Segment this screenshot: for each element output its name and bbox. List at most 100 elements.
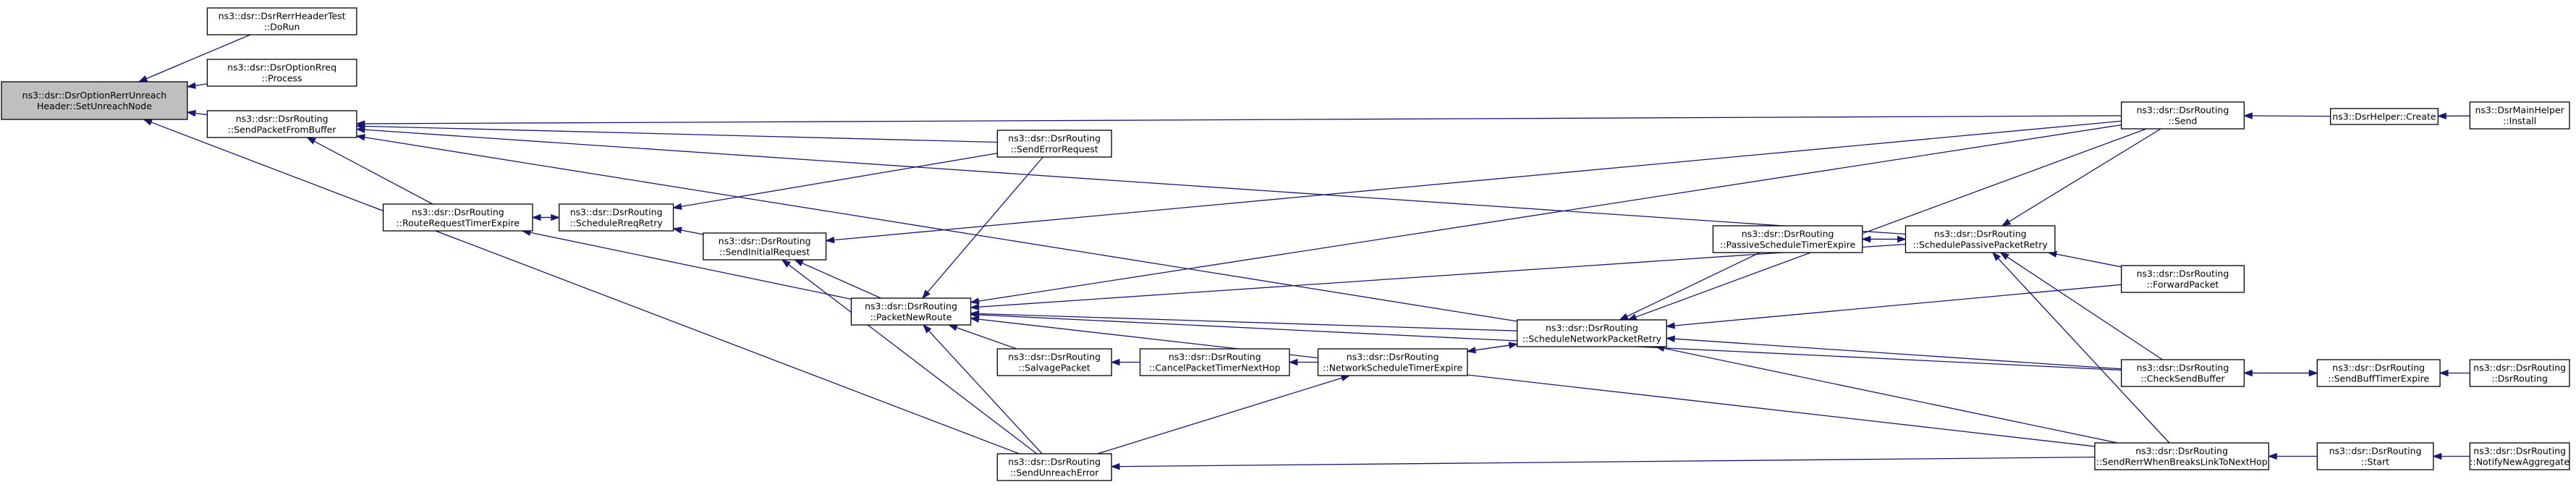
- arrowhead: [1508, 342, 1519, 349]
- node-sendBuffTimerExpire[interactable]: ns3::dsr::DsrRouting::SendBuffTimerExpir…: [2316, 359, 2441, 387]
- node-label: ns3::dsr::DsrRouting: [1742, 229, 1834, 240]
- arrowhead: [551, 213, 561, 221]
- node-label: ns3::dsr::DsrOptionRreq: [227, 62, 336, 73]
- node-schedulePassivePacketRetry[interactable]: ns3::dsr::DsrRouting::SchedulePassivePac…: [1905, 225, 2056, 253]
- node-label: ns3::dsr::DsrRouting: [865, 301, 957, 312]
- arrowhead: [970, 316, 980, 323]
- node-label: ::SendPacketFromBuffer: [228, 124, 337, 135]
- node-box: [206, 110, 357, 138]
- edge-line: [928, 330, 1043, 454]
- node-box: [1, 81, 188, 120]
- node-sendPacketFromBuffer[interactable]: ns3::dsr::DsrRouting::SendPacketFromBuff…: [206, 110, 357, 138]
- edge-line: [927, 156, 1043, 293]
- edge-forwardPacket-to-scheduleNetworkPacketRetry: [1665, 284, 2122, 329]
- node-scheduleNetworkPacketRetry[interactable]: ns3::dsr::DsrRouting::ScheduleNetworkPac…: [1517, 319, 1667, 347]
- node-label: ns3::dsr::DsrRouting: [1008, 457, 1101, 468]
- arrowhead: [948, 324, 958, 331]
- node-label: ns3::dsr::DsrRouting: [2135, 446, 2228, 457]
- edge-line: [1997, 258, 2170, 444]
- node-sendInitialRequest[interactable]: ns3::dsr::DsrRouting::SendInitialRequest: [703, 232, 827, 261]
- node-box: [2121, 265, 2245, 293]
- arrowhead: [923, 323, 932, 334]
- edge-line: [530, 232, 852, 300]
- node-label: ns3::dsr::DsrRouting: [1008, 133, 1101, 144]
- node-networkScheduleTimerExpire[interactable]: ns3::dsr::DsrRouting::NetworkScheduleTim…: [1317, 348, 1468, 376]
- edge-send-to-schedulePassivePacketRetry: [2001, 128, 2161, 227]
- node-sendErrorRequest[interactable]: ns3::dsr::DsrRouting::SendErrorRequest: [996, 130, 1112, 158]
- node-label: ns3::dsr::DsrRouting: [1008, 352, 1101, 363]
- node-send[interactable]: ns3::dsr::DsrRouting::Send: [2121, 101, 2245, 130]
- edge-line: [834, 120, 2122, 241]
- node-label: ::CheckSendBuffer: [2140, 373, 2225, 384]
- node-label: ns3::dsr::DsrRouting: [2137, 105, 2229, 116]
- node-label: ::DoRun: [264, 22, 300, 33]
- edge-rreqProcess-to-setUnreach: [186, 82, 208, 89]
- edge-line: [364, 137, 1517, 322]
- node-label: ::SendErrorRequest: [1011, 144, 1098, 155]
- node-checkSendBuffer[interactable]: ns3::dsr::DsrRouting::CheckSendBuffer: [2121, 359, 2245, 387]
- edge-line: [364, 115, 2122, 124]
- edge-routeRequestTimerExpire-to-scheduleRreqRetry: [533, 213, 561, 221]
- edge-sendRerrWhenBreaksLinkToNextHop-to-sendUnreachError: [1110, 457, 2095, 470]
- node-box: [1317, 348, 1468, 376]
- arrowhead: [1110, 462, 1120, 470]
- edge-line: [956, 327, 1017, 350]
- node-label: ::RouteRequestTimerExpire: [397, 218, 520, 229]
- arrowhead: [1991, 251, 2001, 261]
- arrowhead: [355, 134, 365, 141]
- node-sendRerrWhenBreaksLinkToNextHop[interactable]: ns3::dsr::DsrRouting::SendRerrWhenBreaks…: [2094, 442, 2270, 470]
- edge-mainHelperInstall-to-helperCreate: [2436, 112, 2470, 120]
- node-sendUnreachError[interactable]: ns3::dsr::DsrRouting::SendUnreachError: [996, 453, 1112, 481]
- node-box: [1905, 225, 2056, 253]
- edge-checkSendBuffer-to-sendBuffTimerExpire: [2244, 369, 2318, 377]
- node-label: ::SendBuffTimerExpire: [2328, 373, 2429, 384]
- arrowhead: [186, 109, 196, 117]
- node-helperCreate[interactable]: ns3::DsrHelper::Create: [2330, 108, 2439, 125]
- edge-notifyNewAggregate-to-start: [2432, 452, 2470, 460]
- node-notifyNewAggregate[interactable]: ns3::dsr::DsrRouting::NotifyNewAggregate: [2469, 442, 2570, 470]
- edge-salvagePacket-to-packetNewRoute: [948, 324, 1017, 350]
- node-dsrRoutingCtor[interactable]: ns3::dsr::DsrRouting::DsrRouting: [2469, 359, 2570, 387]
- node-label: ns3::dsr::DsrRouting: [412, 207, 504, 218]
- arrowhead: [355, 120, 365, 127]
- node-label: ::NetworkScheduleTimerExpire: [1323, 363, 1462, 373]
- node-label: ::PassiveScheduleTimerExpire: [1720, 240, 1855, 250]
- node-scheduleRreqRetry[interactable]: ns3::dsr::DsrRouting::ScheduleRreqRetry: [559, 203, 674, 232]
- edge-line: [1635, 128, 2147, 318]
- edge-line: [313, 140, 433, 205]
- node-packetNewRoute[interactable]: ns3::dsr::DsrRouting::PacketNewRoute: [850, 297, 972, 326]
- node-forwardPacket[interactable]: ns3::dsr::DsrRouting::ForwardPacket: [2121, 265, 2245, 293]
- edge-cancelPacketTimerNextHop-to-salvagePacket: [1110, 358, 1140, 366]
- node-box: [1517, 319, 1667, 347]
- arrowhead: [137, 75, 148, 82]
- arrowhead: [1665, 322, 1676, 329]
- edge-send-to-sendPacketFromBuffer: [355, 115, 2122, 127]
- arrowhead: [921, 289, 931, 300]
- node-mainHelperInstall[interactable]: ns3::DsrMainHelper::Install: [2469, 101, 2570, 130]
- node-box: [559, 203, 674, 232]
- node-cancelPacketTimerNextHop[interactable]: ns3::dsr::DsrRouting::CancelPacketTimerN…: [1139, 348, 1290, 376]
- node-salvagePacket[interactable]: ns3::dsr::DsrRouting::SalvagePacket: [996, 348, 1112, 376]
- edge-sendUnreachError-to-packetNewRoute: [923, 323, 1043, 454]
- edge-line: [364, 129, 1906, 235]
- edge-forwardPacket-to-schedulePassivePacketRetry: [2047, 250, 2122, 268]
- node-passiveScheduleTimerExpire[interactable]: ns3::dsr::DsrRouting::PassiveScheduleTim…: [1712, 225, 1863, 253]
- node-doRun[interactable]: ns3::dsr::DsrRerrHeaderTest::DoRun: [206, 7, 357, 35]
- node-label: ::Send: [2169, 116, 2198, 127]
- node-label: ::SchedulePassivePacketRetry: [1913, 240, 2048, 250]
- node-start[interactable]: ns3::dsr::DsrRouting::Start: [2316, 442, 2434, 470]
- edge-line: [802, 262, 881, 299]
- edge-sendRerrWhenBreaksLinkToNextHop-to-schedulePassivePacketRetry: [1991, 251, 2170, 444]
- edge-line: [364, 125, 998, 143]
- edge-packetNewRoute-to-sendInitialRequest: [793, 259, 881, 299]
- node-box: [382, 203, 533, 232]
- edge-line: [681, 229, 703, 235]
- node-rreqProcess[interactable]: ns3::dsr::DsrOptionRreq::Process: [206, 59, 357, 87]
- edge-networkScheduleTimerExpire-to-cancelPacketTimerNextHop: [1288, 358, 1318, 366]
- node-label: ::Install: [2503, 116, 2536, 127]
- arrowhead: [793, 259, 804, 266]
- node-routeRequestTimerExpire[interactable]: ns3::dsr::DsrRouting::RouteRequestTimerE…: [382, 203, 533, 232]
- node-setUnreach[interactable]: ns3::dsr::DsrOptionRerrUnreachHeader::Se…: [1, 81, 188, 120]
- edge-routeRequestTimerExpire-to-sendPacketFromBuffer: [306, 137, 433, 205]
